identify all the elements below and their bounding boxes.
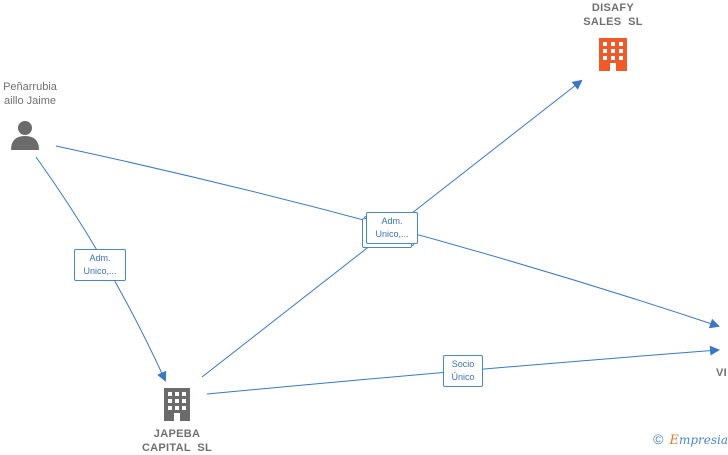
disafy-name-line2: SALES SL [583,16,643,28]
person-name-line2: aillo Jaime [4,95,56,107]
brand-name: mpresia [678,433,728,447]
edge-label-line1: Adm. [89,253,111,263]
edge-label-stack: Adm. Unico,... [362,212,418,248]
building-icon[interactable] [164,388,190,421]
watermark: © Empresia [653,431,728,448]
disafy-name-line1: DISAFY [591,2,635,14]
japeba-name-line2: CAPITAL SL [141,442,213,454]
japeba-node-label: JAPEBA CAPITAL SL [132,427,222,455]
edge-label-adm-unico[interactable]: Adm. Unico,... [74,249,126,281]
copyright-icon: © [653,431,664,447]
edge-label-adm-unico-multi[interactable]: Adm. Unico,... [362,212,418,248]
person-icon[interactable] [11,121,39,150]
right-node-name: VI [716,367,727,379]
edge-label-line2: Único [451,372,475,382]
edge-label-line2: Unico,... [375,229,409,239]
disafy-node-label: DISAFY SALES SL [568,1,658,29]
building-icon[interactable] [599,38,627,71]
edge-label-socio-unico[interactable]: Socio Único [443,355,483,387]
right-node-label: VI [716,366,728,380]
person-node-label: Peñarrubia aillo Jaime [0,80,70,108]
edge-label-line1: Socio [451,359,475,369]
edge-label-line2: Unico,... [83,266,117,276]
person-name-line1: Peñarrubia [3,81,57,93]
edge-label-line1: Adm. [381,216,403,226]
brand-initial: E [669,433,679,448]
japeba-name-line1: JAPEBA [153,428,201,440]
